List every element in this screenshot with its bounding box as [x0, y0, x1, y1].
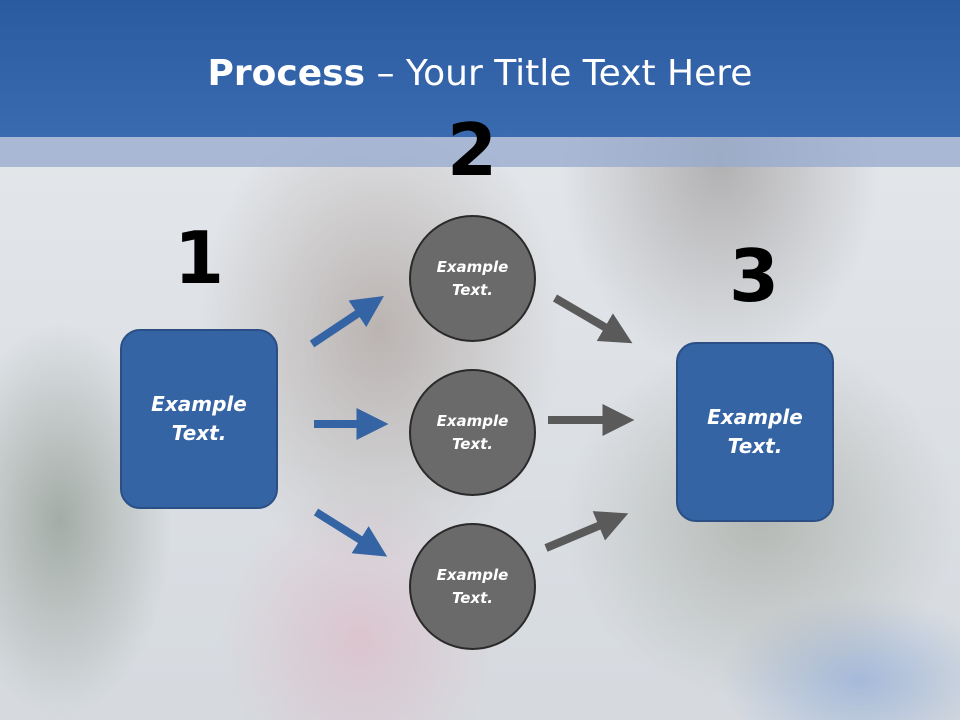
step-2-circle-3[interactable]: Example Text. [409, 523, 536, 650]
arrow-1-to-2c [313, 508, 388, 557]
step-1-number: 1 [173, 216, 225, 300]
slide-title: Process – Your Title Text Here [0, 52, 960, 96]
step-2-number: 2 [446, 108, 498, 192]
arrow-2c-to-3 [544, 511, 629, 552]
step-3-number: 3 [728, 234, 780, 318]
step-3-box[interactable]: Example Text. [676, 342, 834, 522]
step-2-circle-1[interactable]: Example Text. [409, 215, 536, 342]
step-2-circle-2-label: Example Text. [436, 411, 509, 453]
arrow-1-to-2a [309, 296, 384, 348]
title-stripe [0, 137, 960, 167]
step-2-circle-1-label: Example Text. [436, 257, 509, 299]
title-bar [0, 0, 960, 137]
step-2-circle-3-label: Example Text. [436, 565, 509, 607]
arrow-2a-to-3 [552, 294, 633, 344]
step-3-label: Example Text. [707, 405, 803, 458]
step-1-box[interactable]: Example Text. [120, 329, 278, 509]
title-bold: Process [207, 53, 366, 94]
step-2-circle-2[interactable]: Example Text. [409, 369, 536, 496]
title-rest: – Your Title Text Here [365, 53, 753, 94]
step-1-label: Example Text. [151, 392, 247, 445]
